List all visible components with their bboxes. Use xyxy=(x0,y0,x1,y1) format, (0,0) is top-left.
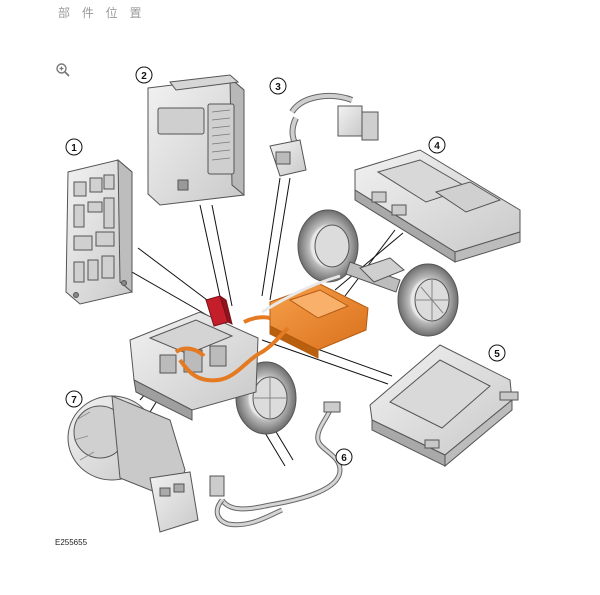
junction-box-component xyxy=(65,158,133,305)
callout-3: 3 xyxy=(269,77,287,95)
callout-number: 3 xyxy=(275,82,281,93)
vehicle-chassis xyxy=(129,209,459,435)
callout-number: 6 xyxy=(341,453,347,464)
page-title: 部 件 位 置 xyxy=(58,6,146,20)
figure-reference-code: E255655 xyxy=(55,538,88,547)
wheel-rear-left xyxy=(297,209,359,283)
callout-number: 2 xyxy=(141,71,147,82)
callout-1: 1 xyxy=(65,138,83,156)
callout-6: 6 xyxy=(335,448,353,466)
callout-2: 2 xyxy=(135,66,153,84)
inverter-housing-component xyxy=(354,149,521,263)
wheel-rear-right xyxy=(397,263,459,337)
callout-number: 7 xyxy=(71,395,77,406)
power-module-component xyxy=(369,344,519,468)
control-module-component xyxy=(147,74,245,206)
harness-connector-component xyxy=(269,93,379,177)
wiring-harness-component xyxy=(209,401,343,528)
zoom-in-icon[interactable] xyxy=(55,62,71,78)
callout-5: 5 xyxy=(488,344,506,362)
highlighted-hv-components xyxy=(174,274,369,383)
callout-number: 4 xyxy=(434,141,440,152)
callout-number: 1 xyxy=(71,143,77,154)
drive-motor-component xyxy=(67,395,199,533)
callout-4: 4 xyxy=(428,136,446,154)
highlighted-control-module xyxy=(205,294,233,327)
callout-7: 7 xyxy=(65,390,83,408)
hv-cable-highlight xyxy=(178,326,290,383)
callout-number: 5 xyxy=(494,349,500,360)
